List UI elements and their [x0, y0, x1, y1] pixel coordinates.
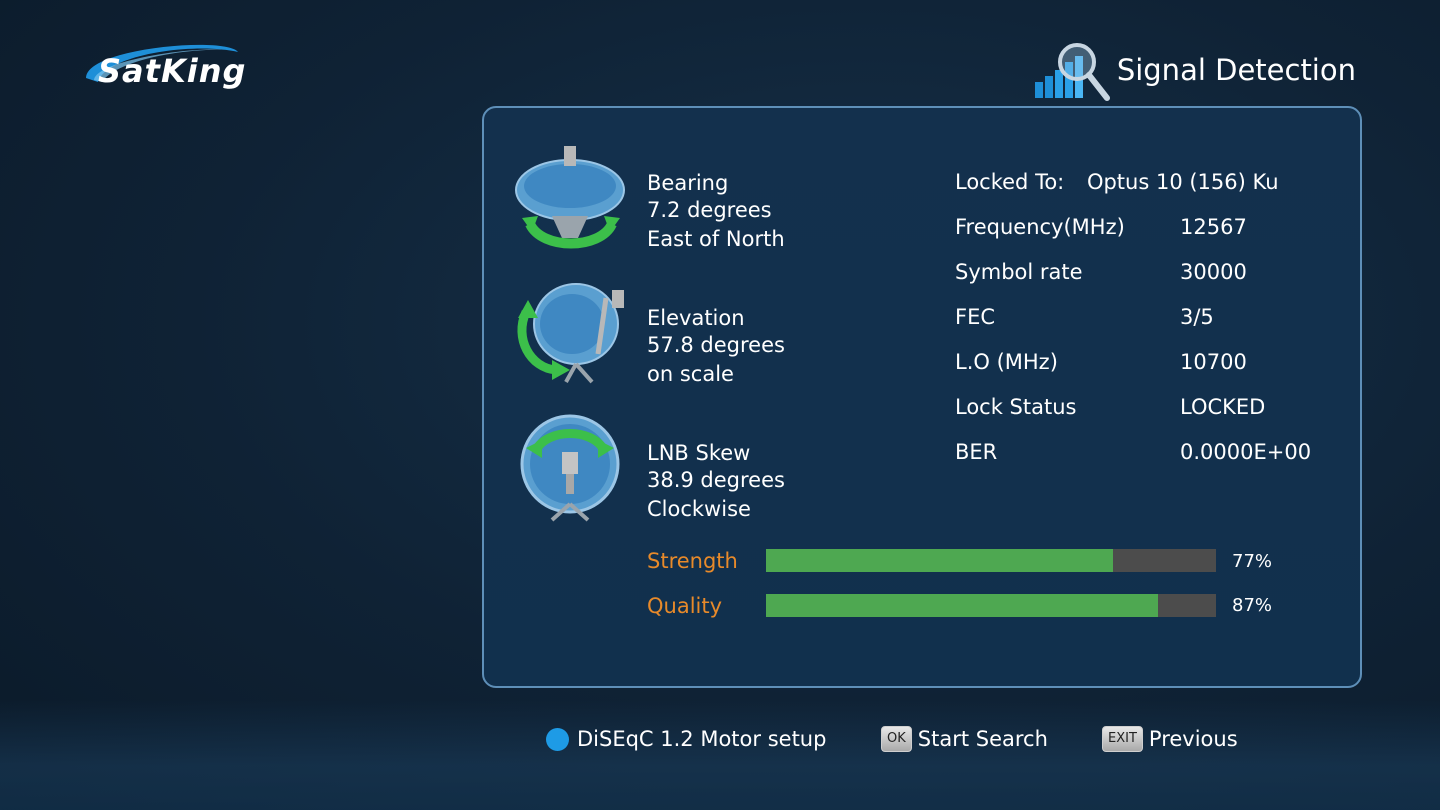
- motor-setup-hint[interactable]: DiSEqC 1.2 Motor setup: [546, 722, 826, 756]
- previous-hint[interactable]: EXIT Previous: [1102, 722, 1238, 756]
- blue-key-icon: [546, 727, 569, 751]
- elevation-block: Elevation 57.8 degrees on scale: [647, 305, 785, 388]
- exit-key-icon: EXIT: [1102, 726, 1143, 752]
- info-label-lo: L.O (MHz): [955, 350, 1058, 374]
- info-label-symbol-rate: Symbol rate: [955, 260, 1083, 284]
- locked-to-label: Locked To:: [955, 170, 1065, 194]
- quality-percent: 87%: [1232, 595, 1273, 616]
- logo-text: SatKing: [98, 52, 247, 90]
- magnifier-signal-icon: [1034, 43, 1110, 101]
- elevation-label: Elevation: [647, 306, 745, 330]
- strength-bar: [766, 549, 1216, 572]
- dish-rotate-icon: [512, 138, 630, 256]
- lnb-skew-icon: [512, 408, 630, 526]
- info-label-fec: FEC: [955, 305, 996, 329]
- background-wave: [0, 700, 1440, 810]
- previous-label: Previous: [1148, 727, 1238, 751]
- strength-label: Strength: [647, 549, 738, 573]
- info-value-fec: 3/5: [1180, 305, 1214, 329]
- locked-to-row: Locked To: Optus 10 (156) Ku: [955, 170, 1279, 194]
- dish-tilt-icon: [512, 278, 630, 396]
- info-label-ber: BER: [955, 440, 998, 464]
- skew-reference: Clockwise: [647, 497, 751, 521]
- bearing-value: 7.2 degrees: [647, 198, 772, 222]
- elevation-value: 57.8 degrees: [647, 333, 785, 357]
- info-value-symbol-rate: 30000: [1180, 260, 1247, 284]
- strength-percent: 77%: [1232, 551, 1273, 572]
- page-title: Signal Detection: [1116, 53, 1356, 87]
- quality-label: Quality: [647, 594, 723, 618]
- footer-hints: DiSEqC 1.2 Motor setup OK Start Search E…: [0, 722, 1440, 756]
- start-search-label: Start Search: [917, 727, 1048, 751]
- motor-setup-label: DiSEqC 1.2 Motor setup: [577, 727, 827, 751]
- info-value-lock-status: LOCKED: [1180, 395, 1266, 419]
- start-search-hint[interactable]: OK Start Search: [881, 722, 1048, 756]
- ok-key-icon: OK: [881, 726, 912, 752]
- locked-to-value: Optus 10 (156) Ku: [1086, 170, 1279, 194]
- quality-bar-fill: [766, 594, 1158, 617]
- quality-bar: [766, 594, 1216, 617]
- page-header: Signal Detection: [1033, 38, 1356, 102]
- skew-label: LNB Skew: [647, 441, 751, 465]
- info-value-ber: 0.0000E+00: [1180, 440, 1312, 464]
- logo-swoosh: [86, 44, 238, 82]
- info-value-frequency: 12567: [1180, 215, 1247, 239]
- elevation-reference: on scale: [647, 362, 734, 386]
- satking-logo: SatKing: [76, 38, 256, 102]
- info-value-lo: 10700: [1180, 350, 1247, 374]
- info-label-frequency: Frequency(MHz): [955, 215, 1125, 239]
- skew-block: LNB Skew 38.9 degrees Clockwise: [647, 440, 785, 523]
- bearing-block: Bearing 7.2 degrees East of North: [647, 170, 785, 253]
- info-label-lock-status: Lock Status: [955, 395, 1077, 419]
- strength-bar-fill: [766, 549, 1113, 572]
- skew-value: 38.9 degrees: [647, 468, 785, 492]
- signal-panel: Bearing 7.2 degrees East of North Elevat…: [482, 106, 1362, 688]
- bearing-reference: East of North: [647, 227, 785, 251]
- bearing-label: Bearing: [647, 171, 729, 195]
